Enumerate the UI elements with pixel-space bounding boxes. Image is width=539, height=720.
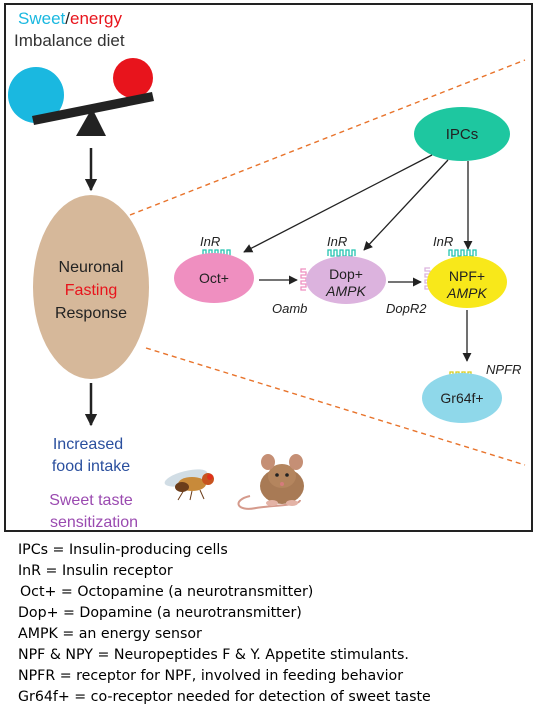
taste-line2: sensitization [50, 514, 138, 531]
diet-title-line2: Imbalance diet [14, 31, 125, 50]
title-slash: / [65, 9, 70, 28]
ipcs-label: IPCs [446, 126, 479, 143]
legend-line: NPF & NPY = Neuropeptides F & Y. Appetit… [18, 647, 409, 663]
arrow-ipcs-to-oct [243, 154, 433, 253]
scale-fulcrum-icon [76, 108, 106, 136]
fasting-response-node [33, 195, 149, 379]
title-sweet: Sweet [18, 9, 66, 28]
inr-label-2: InR [327, 234, 347, 249]
legend-line: Oct+ = Octopamine (a neurotransmitter) [20, 584, 314, 600]
title-energy: energy [70, 9, 122, 28]
sweet-ball-icon [8, 67, 64, 123]
dop-label-line1: Dop+ [329, 266, 363, 282]
response-line1: Neuronal [59, 259, 124, 276]
scale-beam-icon [32, 92, 154, 125]
legend-line: Dop+ = Dopamine (a neurotransmitter) [18, 605, 302, 621]
legend-line: AMPK = an energy sensor [18, 626, 202, 642]
mouse-icon [237, 454, 304, 510]
abbreviation-legend: IPCs = Insulin-producing cells InR = Ins… [18, 540, 533, 708]
npfr-label: NPFR [486, 362, 521, 377]
arrow-ipcs-to-dop [363, 159, 449, 251]
ipcs-node [414, 107, 510, 161]
intake-line2: food intake [52, 458, 130, 475]
oamb-receptor-icon [300, 268, 307, 291]
balance-scale-icon [8, 58, 154, 136]
npf-label-line1: NPF+ [449, 268, 485, 284]
npf-node [427, 256, 507, 308]
inr-receptor-icon [448, 249, 477, 257]
diet-title: Sweet/energy [18, 9, 122, 28]
oct-label: Oct+ [199, 270, 229, 286]
legend-line: IPCs = Insulin-producing cells [18, 542, 228, 558]
dopr2-label: DopR2 [386, 301, 427, 316]
zoom-line-bottom [145, 347, 526, 466]
energy-ball-icon [113, 58, 153, 98]
zoom-line-top [129, 59, 526, 216]
taste-line1: Sweet taste [49, 492, 133, 509]
response-line2: Fasting [65, 282, 117, 299]
intake-line1: Increased [53, 436, 123, 453]
fruit-fly-icon [164, 469, 214, 501]
gr64f-node [422, 373, 502, 423]
dop-node [306, 256, 386, 304]
legend-line: InR = Insulin receptor [18, 563, 173, 579]
inr-receptor-icon [327, 249, 356, 257]
gr64f-label: Gr64f+ [440, 390, 483, 406]
inr-label-3: InR [433, 234, 453, 249]
dop-label-line2: AMPK [325, 283, 366, 299]
inr-label-1: InR [200, 234, 220, 249]
oamb-label: Oamb [272, 301, 307, 316]
oct-node [174, 253, 254, 303]
response-line3: Response [55, 305, 127, 322]
npf-label-line2: AMPK [446, 285, 487, 301]
legend-line: Gr64f+ = co-receptor needed for detectio… [18, 689, 431, 705]
legend-line: NPFR = receptor for NPF, involved in fee… [18, 668, 404, 684]
